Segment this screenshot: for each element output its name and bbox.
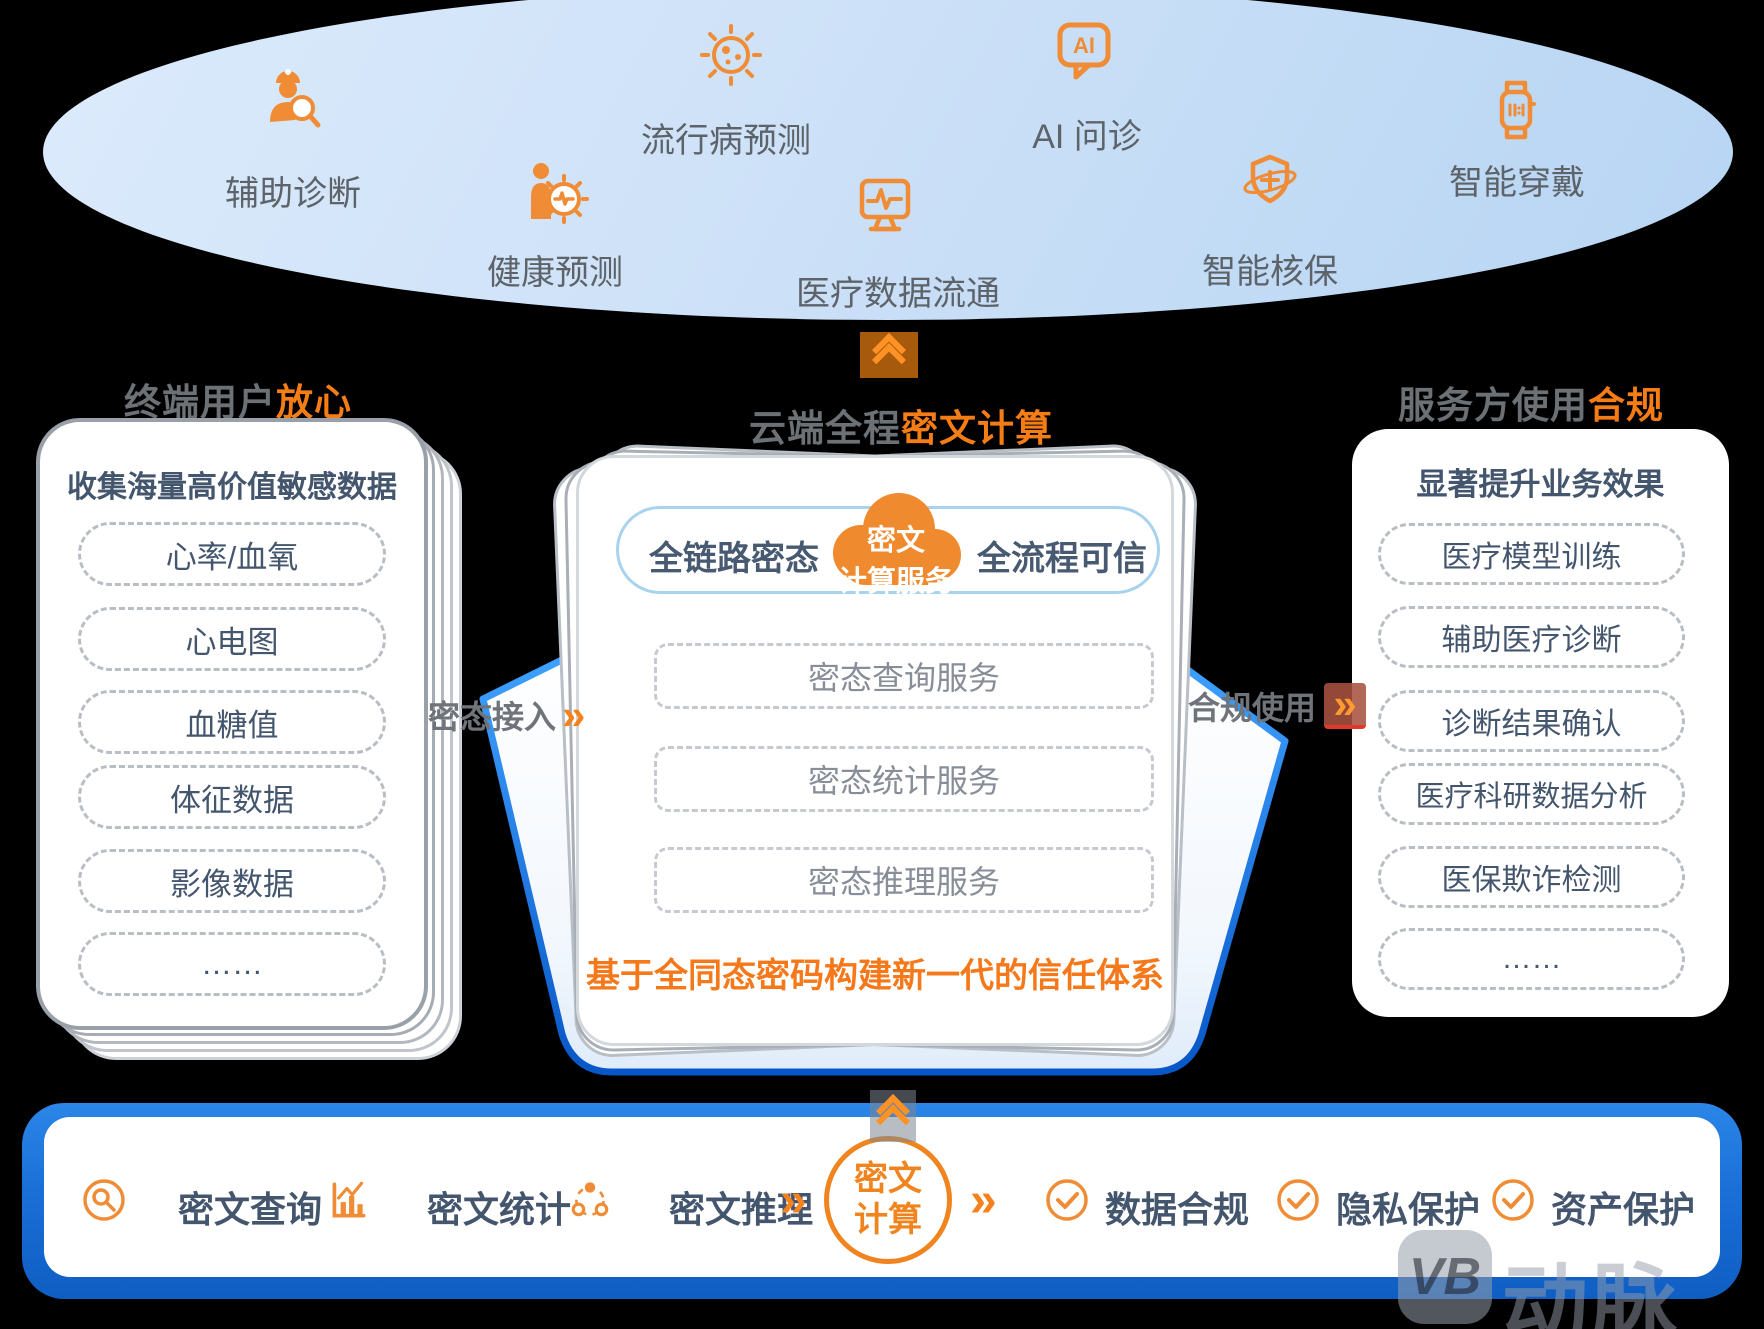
double-chevron-right-icon: » [562,691,586,738]
left-panel-header: 收集海量高价值敏感数据 [67,471,397,504]
service-item: 密态推理服务 [654,847,1154,913]
check-circle-icon [1046,1179,1088,1221]
svg-text:AI: AI [1073,33,1095,58]
bar-item-label: 数据合规 [1104,1189,1249,1230]
bar-item-label: 密文查询 [177,1189,322,1230]
use-case-item: 医疗模型训练 [1378,523,1685,585]
hub-line2: 计算 [854,1201,922,1239]
cloud-service-label: 密文 计算服务 [819,521,973,602]
ai-chat-icon: AI [1057,22,1111,80]
network-icon [571,1182,609,1217]
use-case-item: 医疗科研数据分析 [1378,763,1685,825]
center-title-orange: 密文计算 [901,408,1053,449]
center-footer-text: 基于全同态密码构建新一代的信任体系 [586,957,1164,995]
app-label: AI 问诊 [1032,118,1142,156]
hub-line1: 密文 [854,1160,922,1199]
service-item: 密态统计服务 [654,746,1154,812]
connector-left-label: 密态接入 [428,699,557,735]
use-case-item: 诊断结果确认 [1378,690,1685,752]
check-circle-icon [1492,1179,1534,1221]
person-gear-icon [531,163,589,224]
cloud-line1: 密文 [866,525,925,557]
data-item: 体征数据 [78,765,386,829]
cloud-icon [833,493,961,585]
encrypted-compute-hub: 密文 计算 [824,1136,952,1264]
data-item: 影像数据 [78,849,386,913]
app-label: 健康预测 [487,254,623,292]
data-item: 心率/血氧 [78,522,386,586]
applications-ellipse [43,0,1733,320]
use-case-item: 医保欺诈检测 [1378,846,1685,908]
right-section-title: 服务方使用合规 [1321,375,1741,429]
app-label: 智能核保 [1202,253,1338,291]
bar-item-label: 密文推理 [668,1189,813,1230]
left-title-gray: 终端用户 [124,382,276,423]
right-panel-header: 显著提升业务效果 [1416,467,1665,502]
use-case-item: 辅助医疗诊断 [1378,606,1685,668]
double-chevron-right-icon: » [1324,683,1367,729]
doctor-magnifier-icon [270,69,321,128]
badge-left: 全链路密态 [649,540,819,578]
right-panel: 显著提升业务效果 医疗模型训练 辅助医疗诊断 诊断结果确认 医疗科研数据分析 医… [1352,429,1729,1017]
bar-item-label: 隐私保护 [1335,1189,1480,1230]
search-circle-icon [83,1179,125,1221]
data-item: 血糖值 [78,690,386,754]
data-item: …… [78,932,386,996]
watermark-logo: VB [1398,1230,1492,1324]
double-chevron-right-icon: » [780,1174,807,1227]
center-title-gray: 云端全程 [749,408,901,449]
cloud-line2: 计算服务 [837,565,954,598]
center-panel: 全链路密态 全流程可信 密文 计算服务 密态查询服务 密态统计服务 密态推理服务… [576,455,1174,1046]
shield-ring-icon [1243,154,1297,204]
chevron-double-up-icon [870,1090,916,1142]
left-section-title: 终端用户放心 [28,372,448,426]
bottom-bar-inner: 密文查询 密文统计 密文推理 » 密文 计算 » 数据合规 [44,1117,1720,1277]
double-chevron-right-icon: » [970,1174,997,1227]
chevron-double-up-icon [860,332,918,378]
use-case-item: …… [1378,928,1685,990]
app-label: 辅助诊断 [225,175,361,213]
data-item: 心电图 [78,607,386,671]
monitor-pulse-icon [859,178,911,232]
connector-right: 合规使用 » [1188,683,1367,729]
bar-chart-icon [332,1181,366,1218]
virus-icon [700,24,762,86]
connector-right-label: 合规使用 [1188,690,1317,726]
app-label: 流行病预测 [641,122,811,160]
left-panel: 收集海量高价值敏感数据 心率/血氧 心电图 血糖值 体征数据 影像数据 …… [36,418,428,1030]
check-circle-icon [1277,1179,1319,1221]
center-section-title: 云端全程密文计算 [691,398,1111,452]
left-title-orange: 放心 [276,382,352,423]
right-title-gray: 服务方使用 [1398,385,1588,426]
app-label: 医疗数据流通 [796,275,1000,313]
connector-left: 密态接入 » [428,692,585,738]
watermark-text: 动脉网 [1502,1257,1680,1329]
right-title-orange: 合规 [1588,385,1664,426]
smartwatch-icon [1499,80,1536,140]
bar-item-label: 资产保护 [1550,1189,1695,1230]
app-label: 智能穿戴 [1449,164,1585,202]
bar-item-label: 密文统计 [426,1189,571,1230]
badge-right: 全流程可信 [977,540,1147,578]
service-item: 密态查询服务 [654,643,1154,709]
